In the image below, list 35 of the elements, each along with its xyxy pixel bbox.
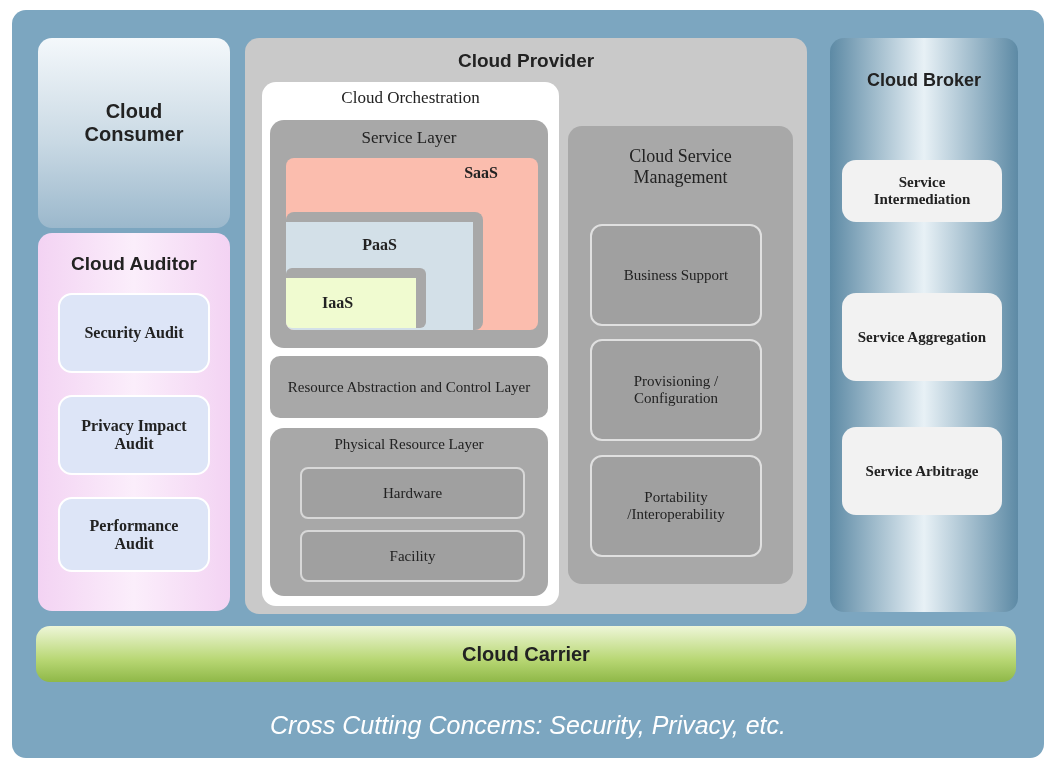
resource-box: Hardware	[300, 467, 525, 519]
panel-heading: Cloud Broker	[867, 70, 981, 91]
actor-panel	[38, 233, 230, 611]
actor-panel	[245, 38, 807, 614]
activity-box: Business Support	[590, 224, 762, 326]
service-model-box: IaaS	[286, 268, 426, 328]
resource-box: Facility	[300, 530, 525, 582]
panel-heading: SaaS	[464, 164, 498, 182]
panel-heading: Cloud Service Management	[628, 146, 733, 188]
panel-heading: Cloud Provider	[457, 50, 595, 72]
activity-box: Service Aggregation	[842, 293, 1002, 381]
carrier-band: Cloud Carrier	[36, 626, 1016, 682]
actor-panel	[830, 38, 1018, 612]
service-model-box	[286, 212, 483, 330]
diagram-background	[12, 10, 1044, 758]
footer-note: Cross Cutting Concerns: Security, Privacy, etc.	[270, 711, 786, 740]
activity-box: Service Arbitrage	[842, 427, 1002, 515]
orchestration-panel	[262, 82, 559, 606]
service-model-box	[286, 158, 538, 330]
activity-box: Security Audit	[58, 293, 210, 373]
management-panel	[568, 126, 793, 584]
activity-box: Performance Audit	[58, 497, 210, 572]
panel-heading: Physical Resource Layer	[334, 436, 484, 453]
actor-panel: Cloud Consumer	[38, 38, 230, 228]
activity-box: Provisioning / Configuration	[590, 339, 762, 441]
layer-box: Resource Abstraction and Control Layer	[270, 356, 548, 418]
panel-heading: Cloud Auditor	[71, 253, 197, 275]
layer-panel	[270, 120, 548, 348]
activity-box: Service Intermediation	[842, 160, 1002, 222]
activity-box: Privacy Impact Audit	[58, 395, 210, 475]
panel-heading: Service Layer	[361, 128, 457, 148]
layer-panel	[270, 428, 548, 596]
panel-heading: Cloud Orchestration	[341, 88, 480, 108]
activity-box: Portability /Interoperability	[590, 455, 762, 557]
panel-heading: PaaS	[362, 236, 397, 254]
